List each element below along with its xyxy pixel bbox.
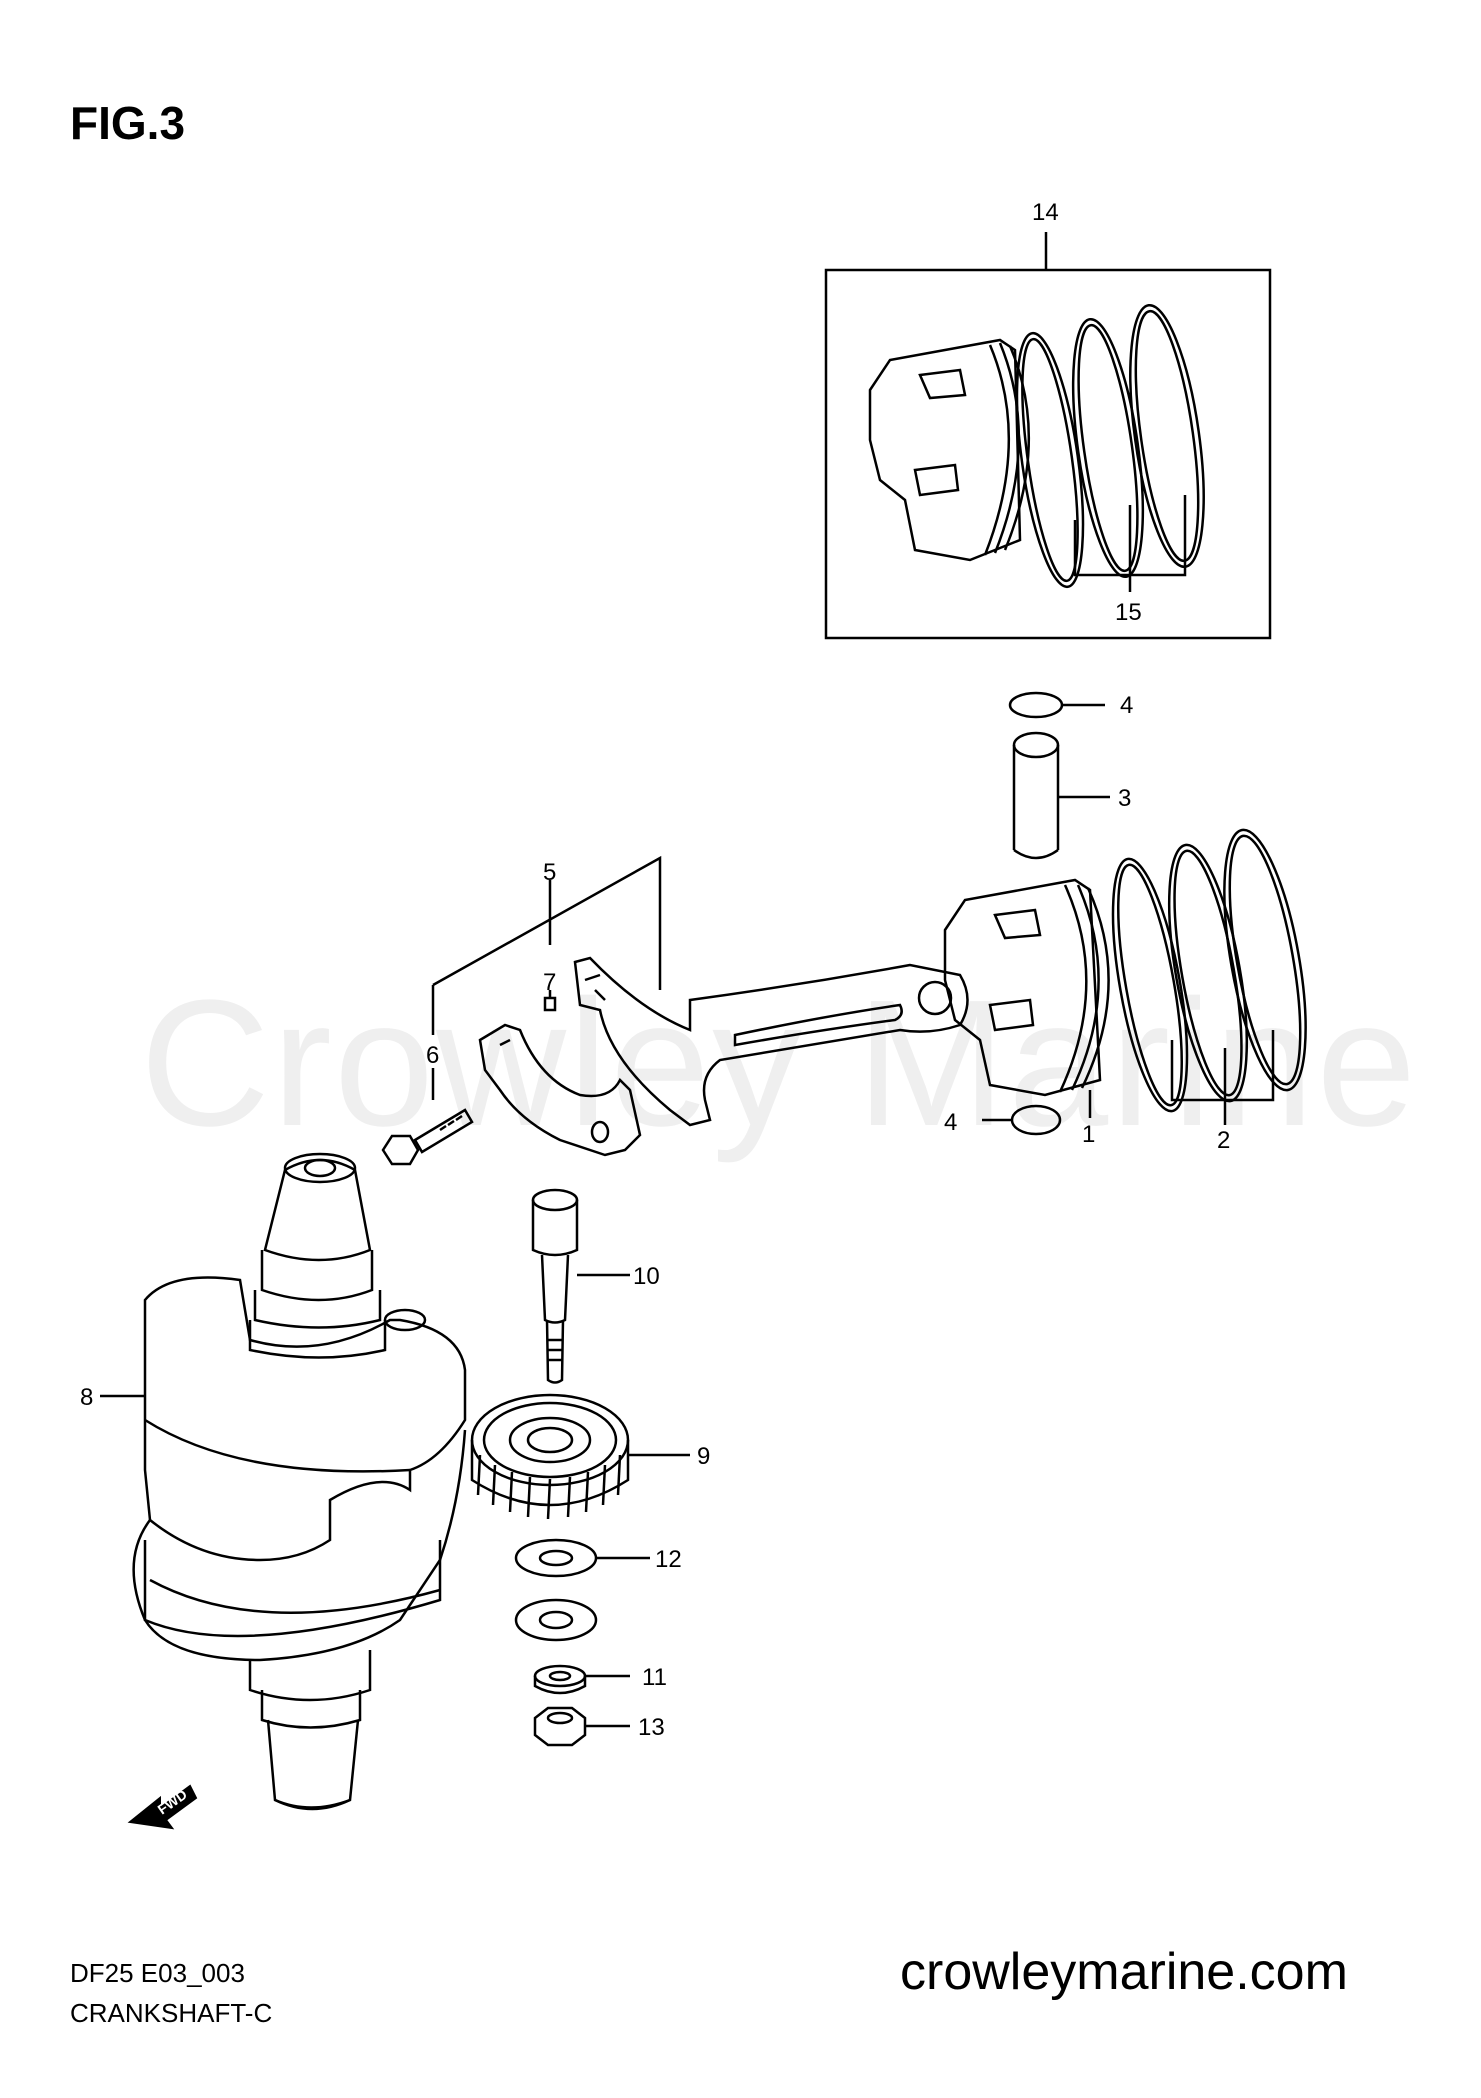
piston bbox=[943, 878, 1110, 1097]
callout-11: 11 bbox=[642, 1664, 667, 1691]
callout-5: 5 bbox=[543, 859, 556, 886]
website-label: crowleymarine.com bbox=[900, 1943, 1348, 2001]
washer-lower bbox=[514, 1598, 598, 1642]
drive-gear bbox=[470, 1393, 630, 1520]
callout-7: 7 bbox=[543, 969, 556, 996]
callout-6: 6 bbox=[426, 1042, 439, 1069]
fwd-arrow: FWD bbox=[127, 1784, 198, 1830]
piston-kit-drawing bbox=[868, 303, 1205, 589]
piston-kit-box bbox=[824, 268, 1272, 640]
watermark: Crowley Marine bbox=[140, 963, 1419, 1164]
callout-13: 13 bbox=[638, 1714, 665, 1741]
rod-cap bbox=[478, 1023, 642, 1157]
callout-4-top: 4 bbox=[1120, 692, 1133, 719]
gear-bolt bbox=[531, 1188, 579, 1384]
callout-9: 9 bbox=[697, 1443, 710, 1470]
callout-14: 14 bbox=[1032, 199, 1059, 226]
diagram-name: CRANKSHAFT-C bbox=[70, 1998, 273, 2028]
callout-4-bottom: 4 bbox=[944, 1109, 957, 1136]
callout-8: 8 bbox=[80, 1384, 93, 1411]
crankshaft bbox=[132, 1152, 467, 1811]
callout-10: 10 bbox=[633, 1263, 660, 1290]
connecting-rod bbox=[573, 956, 969, 1127]
circlip-bottom bbox=[1010, 1104, 1062, 1136]
callout-3: 3 bbox=[1118, 785, 1131, 812]
model-code: DF25 E03_003 bbox=[70, 1958, 245, 1988]
callout-15: 15 bbox=[1115, 599, 1142, 626]
washer-upper bbox=[514, 1538, 598, 1578]
piston-pin bbox=[1012, 731, 1060, 860]
callout-12: 12 bbox=[655, 1546, 682, 1573]
callout-1: 1 bbox=[1082, 1121, 1095, 1148]
washer-small bbox=[533, 1664, 587, 1695]
nut bbox=[533, 1706, 587, 1747]
callout-2: 2 bbox=[1217, 1127, 1230, 1154]
piston-rings bbox=[1111, 828, 1307, 1113]
rod-bolt bbox=[381, 1108, 474, 1166]
figure-title: FIG.3 bbox=[70, 97, 186, 149]
circlip-top bbox=[1008, 691, 1064, 719]
dowel-pin bbox=[543, 996, 557, 1012]
